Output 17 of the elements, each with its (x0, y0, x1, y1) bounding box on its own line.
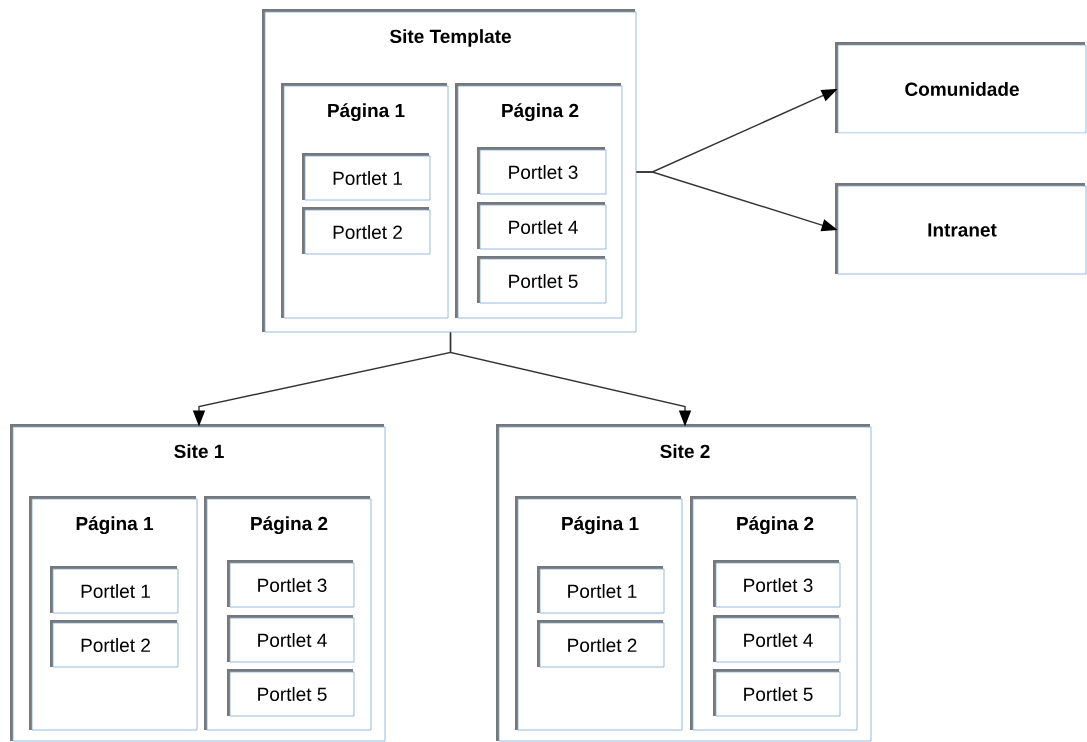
site-box: Comunidade (835, 42, 1087, 134)
portlet-box: Portlet 4 (713, 615, 841, 663)
portlet-box: Portlet 1 (302, 153, 431, 201)
portlet-box: Portlet 3 (227, 560, 355, 608)
portlet-box: Portlet 4 (477, 202, 607, 250)
portlet-box: Portlet 4 (227, 615, 355, 663)
portlet-box: Portlet 3 (713, 560, 841, 608)
portlet-box: Portlet 2 (537, 620, 665, 668)
site-box: Intranet (835, 183, 1087, 275)
portlet-box: Portlet 2 (50, 620, 179, 668)
portlet-box: Portlet 5 (713, 669, 841, 717)
portlet-box: Portlet 3 (477, 147, 607, 195)
portlet-box: Portlet 5 (477, 256, 607, 304)
portlet-box: Portlet 1 (50, 566, 179, 614)
portlet-box: Portlet 2 (302, 207, 431, 255)
portlet-box: Portlet 1 (537, 566, 665, 614)
portlet-box: Portlet 5 (227, 669, 355, 717)
